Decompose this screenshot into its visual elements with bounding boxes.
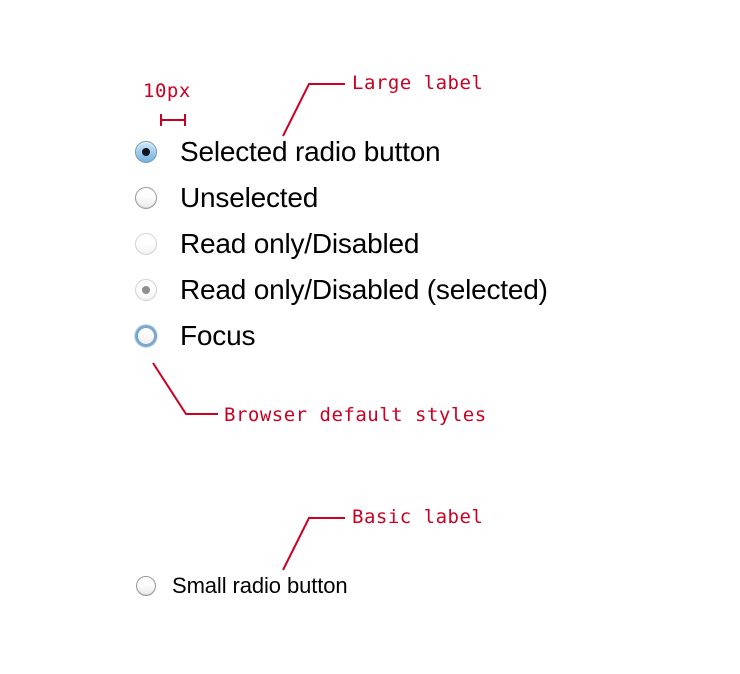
large-radio-group: Selected radio button Unselected Read on… <box>134 129 548 359</box>
radio-label: Selected radio button <box>180 136 441 167</box>
radio-label: Unselected <box>180 182 319 213</box>
browser-default-annotation: Browser default styles <box>224 404 487 426</box>
radio-row-disabled-selected: Read only/Disabled (selected) <box>134 267 548 313</box>
radio-row-unselected[interactable]: Unselected <box>134 175 548 221</box>
radio-row-focus[interactable]: Focus <box>134 313 548 359</box>
radio-unselected-icon[interactable] <box>135 187 157 209</box>
gap-measurement-label: 10px <box>143 80 191 102</box>
radio-disabled-selected-icon <box>135 279 157 301</box>
radio-disabled-icon <box>135 233 157 255</box>
radio-row-disabled: Read only/Disabled <box>134 221 548 267</box>
radio-label: Read only/Disabled (selected) <box>180 274 548 305</box>
basic-label-leader-line <box>282 517 345 571</box>
radio-row-selected[interactable]: Selected radio button <box>134 129 548 175</box>
radio-selected-icon[interactable] <box>135 141 157 163</box>
large-label-annotation: Large label <box>352 72 484 94</box>
radio-label: Read only/Disabled <box>180 228 420 259</box>
radio-label: Focus <box>180 320 256 351</box>
basic-label-annotation: Basic label <box>352 506 484 528</box>
radio-row-small[interactable]: Small radio button <box>134 566 348 606</box>
browser-default-leader-line <box>152 362 218 415</box>
gap-measurement-bracket-icon <box>160 114 186 126</box>
small-radio-group: Small radio button <box>134 566 348 606</box>
radio-unselected-icon[interactable] <box>136 576 156 596</box>
radio-focus-icon[interactable] <box>135 325 157 347</box>
radio-label: Small radio button <box>172 573 348 598</box>
